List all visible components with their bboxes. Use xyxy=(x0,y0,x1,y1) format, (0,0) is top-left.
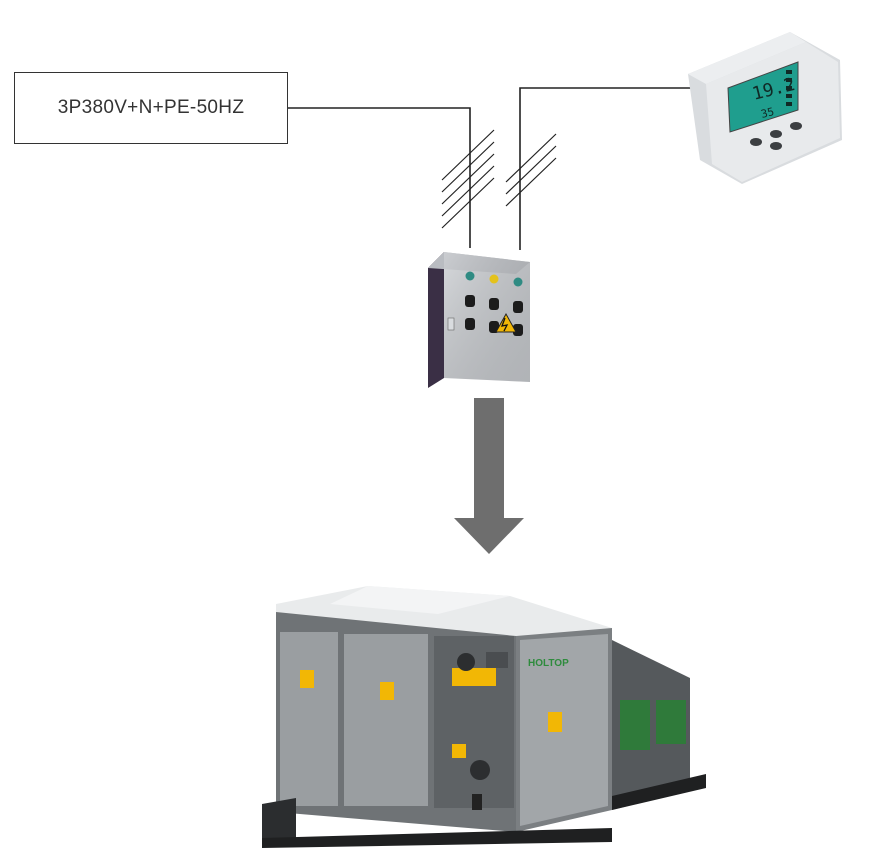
arrow-down-icon xyxy=(454,398,524,554)
electrical-control-box-icon xyxy=(428,252,530,388)
thermostat-cable-slashes xyxy=(506,134,556,206)
power-cable-slashes xyxy=(442,130,494,228)
thermostat-cable xyxy=(520,88,700,250)
thermostat-icon: 19.2 35 xyxy=(688,32,842,184)
air-handling-unit-brand: HOLTOP xyxy=(528,658,569,669)
air-handling-unit-icon: HOLTOP xyxy=(262,586,706,848)
